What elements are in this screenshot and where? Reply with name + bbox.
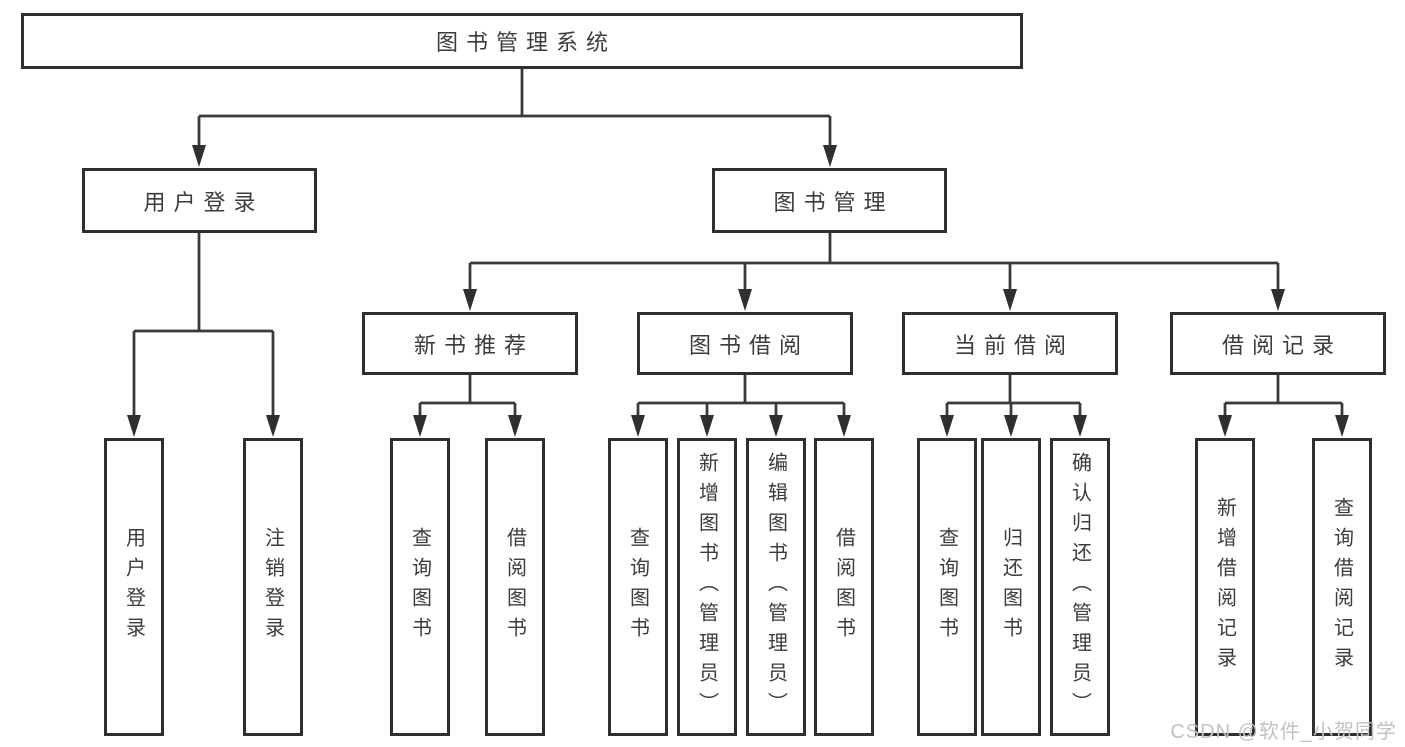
node-label: 借阅图书 [832,527,855,647]
arrowhead-icon [413,415,427,437]
arrowhead-icon [1003,289,1017,311]
leaf-edit-books-admin: 编辑图书（管理员） [746,438,806,736]
leaf-logout: 注销登录 [243,438,303,736]
node-label: 新增借阅记录 [1213,497,1236,677]
node-label: 图书借阅 [688,332,809,358]
node-label: 用户登录 [143,189,264,215]
node-current-borrowing: 当前借阅 [902,312,1118,375]
arrowhead-icon [1271,289,1285,311]
node-book-management: 图书管理 [712,168,947,233]
leaf-return-books: 归还图书 [981,438,1041,736]
csdn-watermark: CSDN @软件_小贺同学 [1170,721,1397,743]
node-label: 注销登录 [261,527,284,647]
arrowhead-icon [940,415,954,437]
arrowhead-icon [266,415,280,437]
node-label: 图书管理系统 [435,30,616,55]
leaf-query-books-current: 查询图书 [917,438,977,736]
arrowhead-icon [1335,415,1349,437]
connector-user-login-to-leaves [132,233,275,416]
connector-borrowing-records-to-leaves [1223,375,1344,416]
arrowhead-icon [127,415,141,437]
node-label: 新增图书（管理员） [695,452,718,722]
leaf-confirm-return-admin: 确认归还（管理员） [1050,438,1110,736]
connector-book-management-to-level3 [468,233,1280,290]
arrowhead-icon [508,415,522,437]
arrowhead-icon [823,145,837,167]
arrowhead-icon [837,415,851,437]
arrowhead-icon [192,145,206,167]
node-label: 用户登录 [122,527,145,647]
arrowheads [127,145,1349,437]
node-book-borrowing: 图书借阅 [637,312,853,375]
node-label: 归还图书 [999,527,1022,647]
node-root-library-system: 图书管理系统 [21,13,1023,69]
connector-current-borrowing-to-leaves [945,375,1082,416]
leaf-query-borrow-record: 查询借阅记录 [1312,438,1372,736]
connector-new-book-recommend-to-leaves [418,375,517,416]
node-label: 借阅记录 [1221,332,1342,358]
node-label: 当前借阅 [953,332,1074,358]
leaf-add-books-admin: 新增图书（管理员） [677,438,737,736]
arrowhead-icon [738,289,752,311]
node-label: 图书管理 [773,189,894,215]
node-borrowing-records: 借阅记录 [1170,312,1386,375]
node-label: 查询借阅记录 [1330,497,1353,677]
node-label: 编辑图书（管理员） [764,452,787,722]
leaf-query-books-borrowing: 查询图书 [608,438,668,736]
leaf-borrow-books: 借阅图书 [814,438,874,736]
node-new-book-recommend: 新书推荐 [362,312,578,375]
arrowhead-icon [1218,415,1232,437]
node-label: 查询图书 [935,527,958,647]
arrowhead-icon [631,415,645,437]
arrowhead-icon [1004,415,1018,437]
node-label: 借阅图书 [503,527,526,647]
node-label: 查询图书 [626,527,649,647]
arrowhead-icon [700,415,714,437]
node-label: 确认归还（管理员） [1068,452,1091,722]
node-user-login: 用户登录 [82,168,317,233]
connector-root-to-level2 [197,69,832,146]
leaf-query-books-recommend: 查询图书 [390,438,450,736]
arrowhead-icon [769,415,783,437]
arrowhead-icon [1073,415,1087,437]
leaf-user-login: 用户登录 [104,438,164,736]
leaf-borrow-books-recommend: 借阅图书 [485,438,545,736]
leaf-add-borrow-record: 新增借阅记录 [1195,438,1255,736]
node-label: 新书推荐 [413,332,534,358]
arrowhead-icon [463,289,477,311]
connector-book-borrowing-to-leaves [636,375,846,416]
node-label: 查询图书 [408,527,431,647]
